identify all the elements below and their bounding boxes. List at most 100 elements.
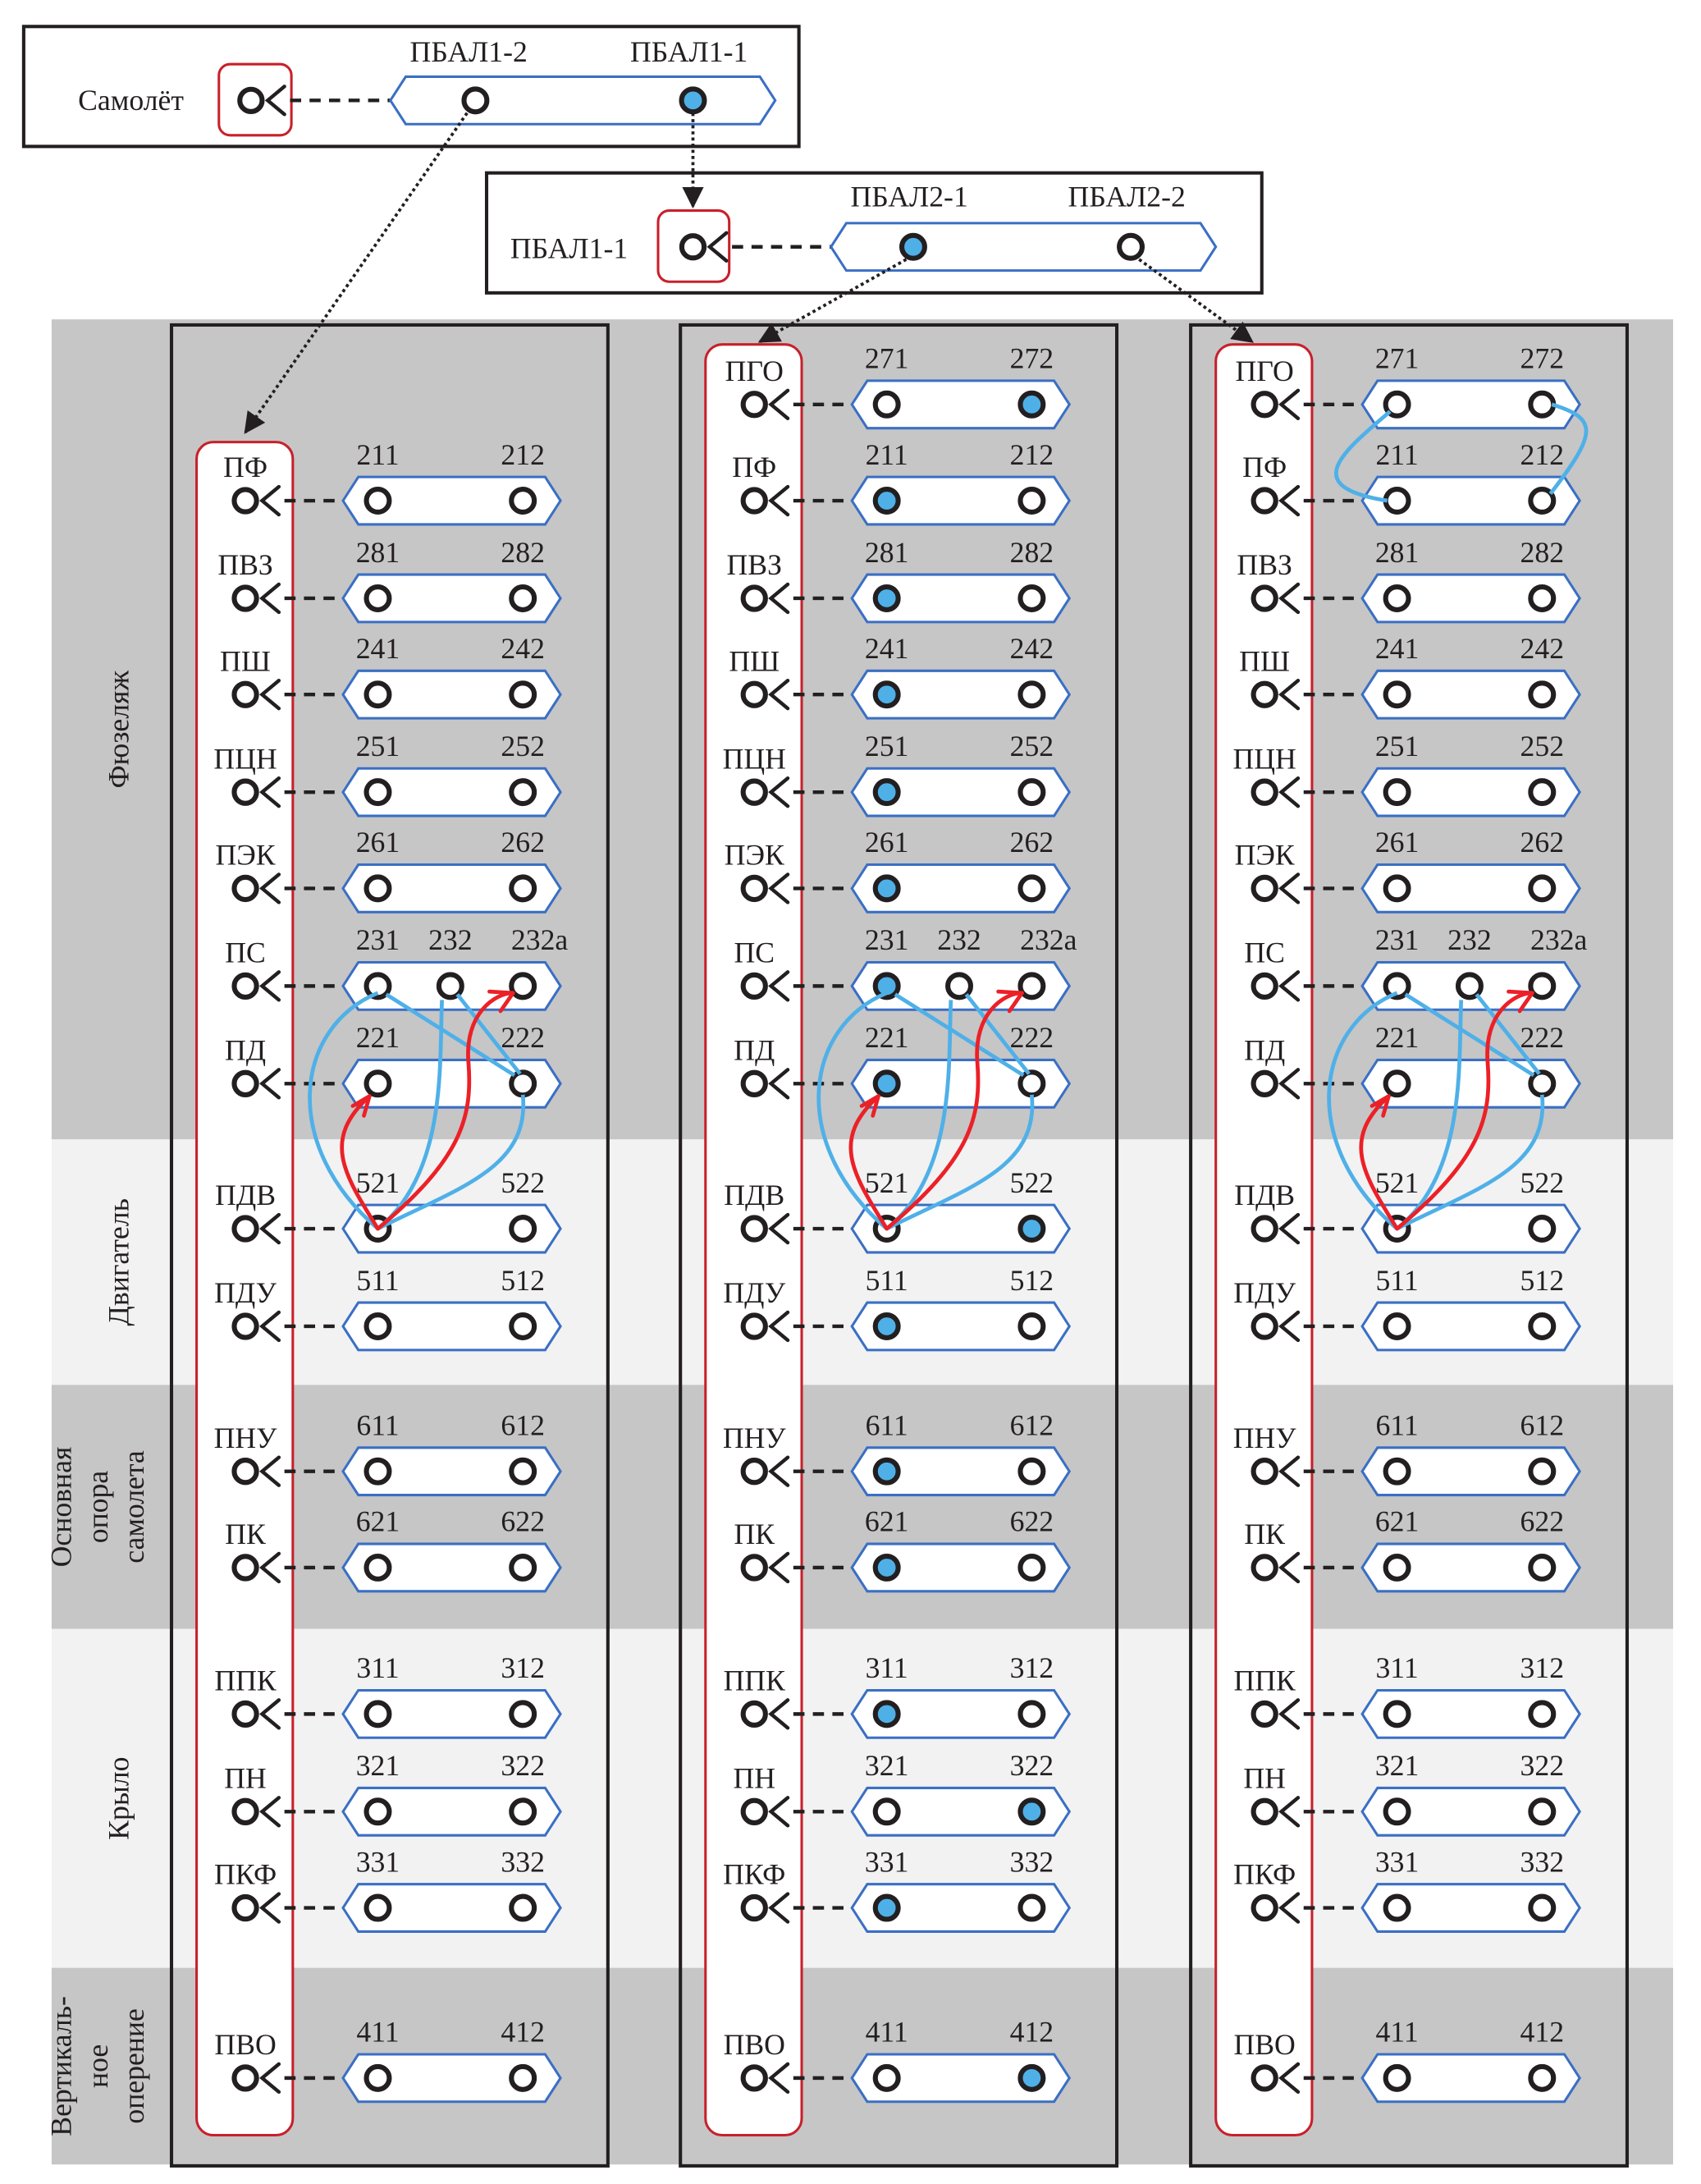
node-232а[interactable]: [1017, 972, 1046, 1000]
node-231[interactable]: [872, 972, 901, 1000]
container-port-icon[interactable]: [1251, 2064, 1278, 2092]
node-331[interactable]: [1383, 1893, 1411, 1922]
node-511[interactable]: [364, 1312, 392, 1340]
node-322[interactable]: [1528, 1797, 1557, 1826]
node-222[interactable]: [1528, 1069, 1557, 1098]
node-231[interactable]: [1383, 972, 1411, 1000]
node-612[interactable]: [509, 1457, 537, 1486]
node-282[interactable]: [1017, 584, 1046, 612]
container-port-icon[interactable]: [740, 391, 768, 419]
container-port-icon[interactable]: [231, 2064, 259, 2092]
node-pbal2-1[interactable]: [899, 232, 927, 261]
container-port-icon[interactable]: [231, 1069, 259, 1097]
node-261[interactable]: [872, 874, 901, 903]
node-321[interactable]: [1383, 1797, 1411, 1826]
node-622[interactable]: [509, 1553, 537, 1582]
container-port-icon[interactable]: [231, 1893, 259, 1922]
container-port-icon[interactable]: [740, 2064, 768, 2092]
container-port-icon[interactable]: [740, 1312, 768, 1340]
container-port-icon[interactable]: [1251, 874, 1278, 903]
node-232а[interactable]: [1528, 972, 1557, 1000]
container-port-icon[interactable]: [740, 584, 768, 612]
node-282[interactable]: [1528, 584, 1557, 612]
node-332[interactable]: [1528, 1893, 1557, 1922]
container-port-icon[interactable]: [1251, 1069, 1278, 1097]
container-port-icon[interactable]: [231, 1797, 259, 1825]
node-271[interactable]: [1383, 390, 1411, 419]
container-port-icon[interactable]: [231, 680, 259, 708]
pbal1-1-container[interactable]: [656, 209, 731, 283]
node-611[interactable]: [872, 1457, 901, 1486]
node-621[interactable]: [1383, 1553, 1411, 1582]
container-port-icon[interactable]: [1251, 972, 1278, 1000]
container-port-icon[interactable]: [740, 1215, 768, 1243]
node-252[interactable]: [509, 778, 537, 807]
node-612[interactable]: [1017, 1457, 1046, 1486]
container-port-icon[interactable]: [1251, 1215, 1278, 1243]
node-211[interactable]: [1383, 487, 1411, 515]
node-pbal1-2[interactable]: [461, 86, 490, 115]
node-512[interactable]: [1017, 1312, 1046, 1340]
container-port-icon[interactable]: [740, 972, 768, 1000]
node-212[interactable]: [1528, 487, 1557, 515]
node-611[interactable]: [364, 1457, 392, 1486]
node-411[interactable]: [1383, 2063, 1411, 2092]
container-port-icon[interactable]: [1251, 1700, 1278, 1728]
container-port-icon[interactable]: [231, 1554, 259, 1582]
node-411[interactable]: [872, 2063, 901, 2092]
container-port-icon[interactable]: [1251, 584, 1278, 612]
node-312[interactable]: [509, 1700, 537, 1728]
container-port-icon[interactable]: [1251, 1797, 1278, 1825]
node-222[interactable]: [1017, 1069, 1046, 1098]
container-port-icon[interactable]: [1251, 391, 1278, 419]
node-331[interactable]: [364, 1893, 392, 1922]
container-port-icon[interactable]: [1251, 1554, 1278, 1582]
node-pbal2-2[interactable]: [1117, 232, 1145, 261]
node-311[interactable]: [1383, 1700, 1411, 1728]
node-232[interactable]: [1455, 972, 1484, 1000]
node-211[interactable]: [364, 487, 392, 515]
node-251[interactable]: [1383, 778, 1411, 807]
node-242[interactable]: [1017, 680, 1046, 709]
node-321[interactable]: [872, 1797, 901, 1826]
container-port-icon[interactable]: [231, 874, 259, 903]
node-511[interactable]: [1383, 1312, 1411, 1340]
node-611[interactable]: [1383, 1457, 1411, 1486]
container-port-icon[interactable]: [740, 1893, 768, 1922]
node-622[interactable]: [1528, 1553, 1557, 1582]
node-271[interactable]: [872, 390, 901, 419]
node-321[interactable]: [364, 1797, 392, 1826]
container-port-icon[interactable]: [1251, 487, 1278, 515]
node-272[interactable]: [1528, 390, 1557, 419]
node-412[interactable]: [1528, 2063, 1557, 2092]
node-522[interactable]: [509, 1215, 537, 1243]
node-322[interactable]: [1017, 1797, 1046, 1826]
container-port-icon[interactable]: [1251, 1893, 1278, 1922]
node-511[interactable]: [872, 1312, 901, 1340]
node-222[interactable]: [509, 1069, 537, 1098]
container-port-icon[interactable]: [237, 86, 265, 114]
node-331[interactable]: [872, 1893, 901, 1922]
node-512[interactable]: [509, 1312, 537, 1340]
container-port-icon[interactable]: [740, 487, 768, 515]
node-251[interactable]: [872, 778, 901, 807]
node-621[interactable]: [364, 1553, 392, 1582]
node-251[interactable]: [364, 778, 392, 807]
node-281[interactable]: [364, 584, 392, 612]
node-612[interactable]: [1528, 1457, 1557, 1486]
node-312[interactable]: [1528, 1700, 1557, 1728]
node-232а[interactable]: [509, 972, 537, 1000]
node-262[interactable]: [1017, 874, 1046, 903]
node-281[interactable]: [1383, 584, 1411, 612]
node-261[interactable]: [364, 874, 392, 903]
container-port-icon[interactable]: [740, 680, 768, 708]
node-242[interactable]: [1528, 680, 1557, 709]
container-port-icon[interactable]: [231, 1458, 259, 1486]
container-port-icon[interactable]: [740, 1554, 768, 1582]
node-242[interactable]: [509, 680, 537, 709]
container-port-icon[interactable]: [231, 584, 259, 612]
container-port-icon[interactable]: [740, 1458, 768, 1486]
container-port-icon[interactable]: [740, 778, 768, 806]
node-252[interactable]: [1528, 778, 1557, 807]
container-port-icon[interactable]: [231, 487, 259, 515]
